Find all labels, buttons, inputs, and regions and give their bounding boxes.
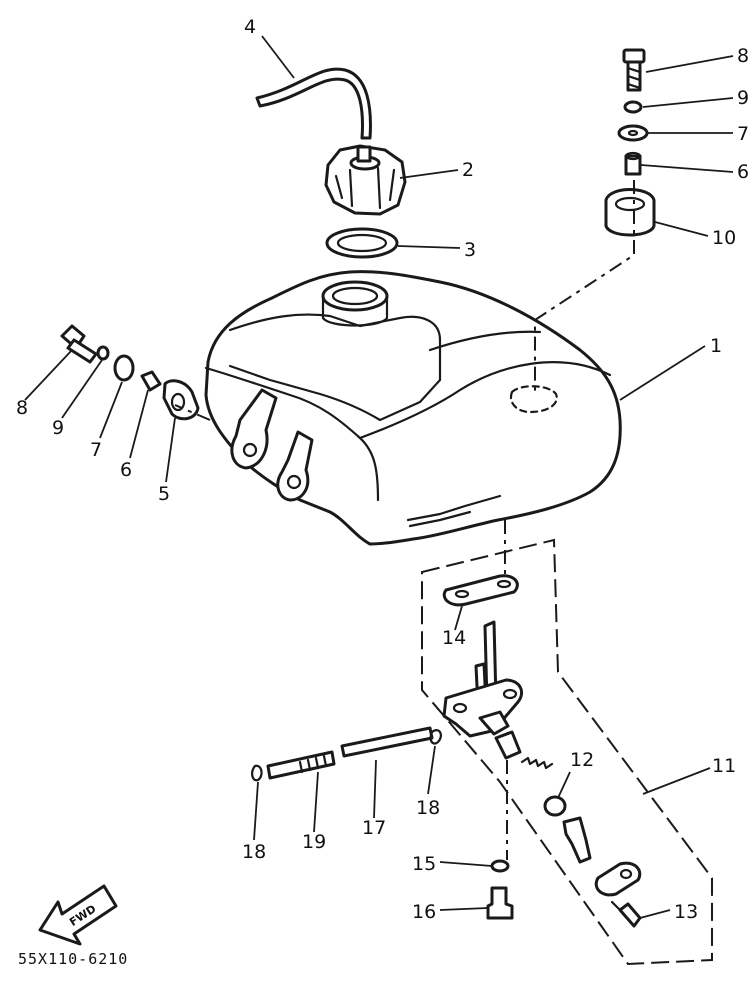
- callout-15: 15: [412, 853, 436, 875]
- fuel-cap: [324, 144, 407, 216]
- callout-8-left: 8: [16, 397, 28, 419]
- callout-6-right: 6: [737, 161, 749, 183]
- right-mount-stack: [604, 48, 656, 237]
- cap-gasket: [325, 227, 399, 259]
- callout-14: 14: [442, 627, 466, 649]
- callout-7-left: 7: [90, 439, 102, 461]
- fuel-hose-set: [251, 726, 442, 782]
- callout-numbers: 4 2 3 1 8 9 7 6 10 8 9 7 6 5 14 11 12 13…: [16, 16, 749, 923]
- leader-lines: [24, 35, 734, 919]
- callout-4: 4: [244, 16, 256, 38]
- fuel-tank: [204, 270, 622, 546]
- forward-arrow-icon: FWD: [38, 884, 118, 946]
- part-code: 55X110-6210: [18, 950, 128, 968]
- callout-11: 11: [712, 755, 736, 777]
- callout-1: 1: [710, 335, 722, 357]
- callout-6-left: 6: [120, 459, 132, 481]
- callout-16: 16: [412, 901, 436, 923]
- callout-7-right: 7: [737, 123, 749, 145]
- callout-12: 12: [570, 749, 594, 771]
- callout-5: 5: [158, 483, 170, 505]
- callout-18-left: 18: [242, 841, 266, 863]
- callout-18-right: 18: [416, 797, 440, 819]
- callout-17: 17: [362, 817, 386, 839]
- callout-10: 10: [712, 227, 736, 249]
- callout-9-right: 9: [737, 87, 749, 109]
- callout-8-right: 8: [737, 45, 749, 67]
- callout-2: 2: [462, 159, 474, 181]
- assembly-centerlines: [174, 180, 635, 860]
- petcock-assembly-outline: [421, 538, 713, 966]
- callout-13: 13: [674, 901, 698, 923]
- left-mount-stack: [60, 324, 200, 421]
- fuel-petcock: [442, 574, 642, 928]
- callout-3: 3: [464, 239, 476, 261]
- breather-hose: [255, 67, 372, 140]
- callout-9-left: 9: [52, 417, 64, 439]
- callout-19: 19: [302, 831, 326, 853]
